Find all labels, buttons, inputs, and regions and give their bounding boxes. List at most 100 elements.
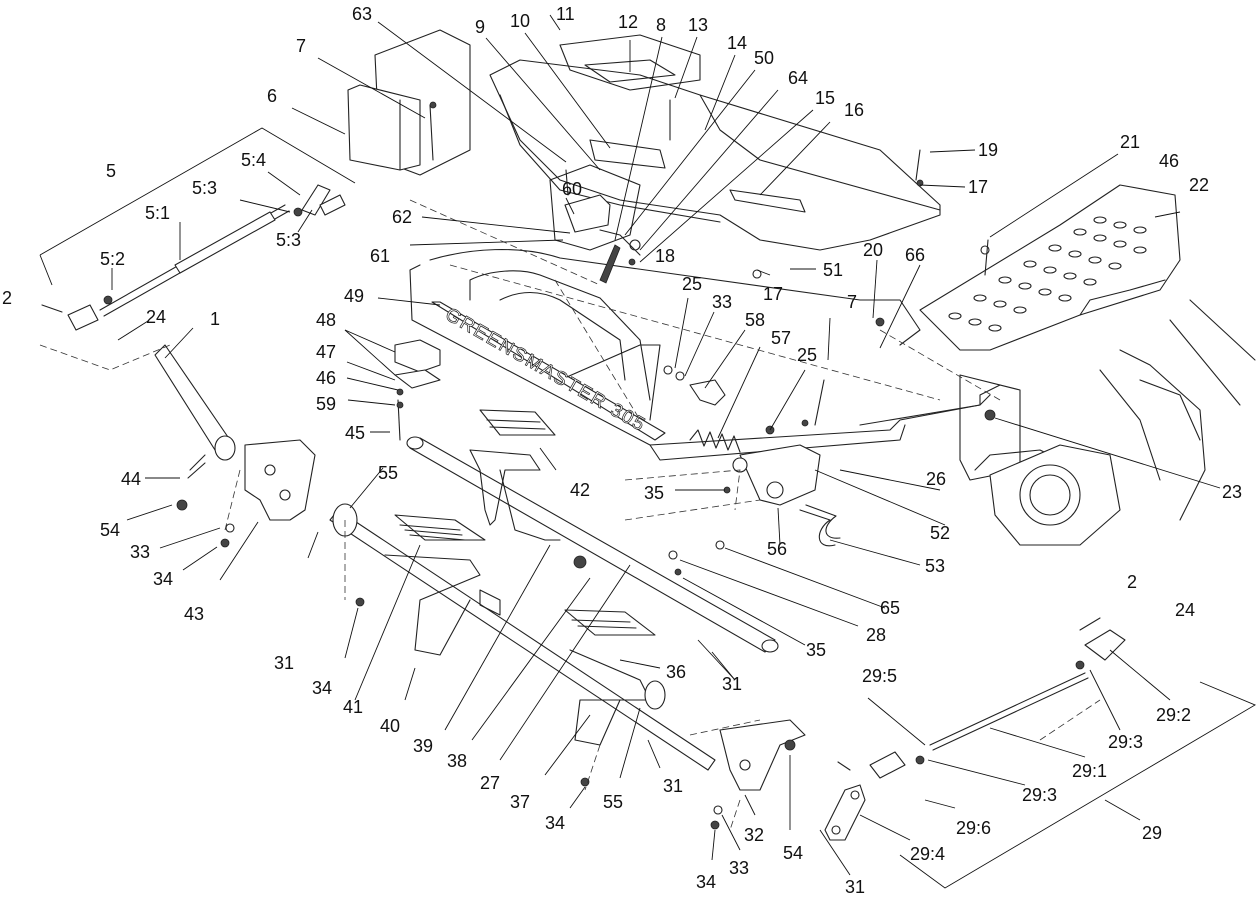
callout-label: 52 bbox=[930, 523, 950, 543]
callout-label: 44 bbox=[121, 469, 141, 489]
pedal-assembly-40 bbox=[384, 514, 486, 656]
callout-label: 65 bbox=[880, 598, 900, 618]
spring-57 bbox=[689, 429, 741, 453]
callout-label: 54 bbox=[783, 843, 803, 863]
callout-label: 12 bbox=[618, 12, 638, 32]
callout-label: 55 bbox=[603, 792, 623, 812]
rod-29-1 bbox=[929, 672, 1089, 751]
callout-label: 61 bbox=[370, 246, 390, 266]
callout-label: 8 bbox=[656, 15, 666, 35]
callout-label: 38 bbox=[447, 751, 467, 771]
lever-arm-1 bbox=[154, 344, 236, 471]
callout-label: 66 bbox=[905, 245, 925, 265]
callout-label: 34 bbox=[312, 678, 332, 698]
callout-label: 6 bbox=[267, 86, 277, 106]
bracket-32 bbox=[719, 719, 806, 791]
right-side-frame bbox=[959, 299, 1256, 546]
small-hardware bbox=[41, 99, 1101, 830]
callout-label: 19 bbox=[978, 140, 998, 160]
callout-label: 5 bbox=[106, 161, 116, 181]
block-48 bbox=[394, 339, 441, 389]
callout-label: 29:4 bbox=[910, 844, 945, 864]
seat-support-shroud bbox=[489, 59, 941, 251]
callout-label: 62 bbox=[392, 207, 412, 227]
callout-label: 9 bbox=[475, 17, 485, 37]
callout-label: 29:3 bbox=[1108, 732, 1143, 752]
footrest-perforations bbox=[948, 216, 1147, 332]
callout-label: 58 bbox=[745, 310, 765, 330]
clevis-5-2 bbox=[67, 295, 113, 331]
callout-label: 33 bbox=[729, 858, 749, 878]
callout-label: 25 bbox=[682, 274, 702, 294]
callout-label: 43 bbox=[184, 604, 204, 624]
callout-label: 34 bbox=[153, 569, 173, 589]
callout-label: 18 bbox=[655, 246, 675, 266]
callout-label: 24 bbox=[146, 307, 166, 327]
bracket-outline-5 bbox=[39, 127, 356, 286]
callout-label: 29 bbox=[1142, 823, 1162, 843]
callout-label: 20 bbox=[863, 240, 883, 260]
callout-label: 33 bbox=[712, 292, 732, 312]
callout-label: 53 bbox=[925, 556, 945, 576]
callout-label: 5:3 bbox=[192, 178, 217, 198]
callout-label: 50 bbox=[754, 48, 774, 68]
callout-label: 36 bbox=[666, 662, 686, 682]
callout-label: 5:1 bbox=[145, 203, 170, 223]
callout-label: 35 bbox=[806, 640, 826, 660]
callout-label: 29:2 bbox=[1156, 705, 1191, 725]
callout-label: 7 bbox=[847, 292, 857, 312]
callout-label: 26 bbox=[926, 469, 946, 489]
callout-label: 21 bbox=[1120, 132, 1140, 152]
cover-plate-12 bbox=[559, 34, 701, 91]
callout-labels: 63 11 12 7 9 10 8 13 14 50 64 15 16 6 19… bbox=[2, 4, 1242, 897]
callout-label: 25 bbox=[797, 345, 817, 365]
callout-label: 16 bbox=[844, 100, 864, 120]
callout-label: 22 bbox=[1189, 175, 1209, 195]
callout-label: 33 bbox=[130, 542, 150, 562]
callout-label: 49 bbox=[344, 286, 364, 306]
rod-5-1 bbox=[99, 204, 290, 317]
bracket-43 bbox=[244, 439, 316, 521]
callout-label: 5:2 bbox=[100, 249, 125, 269]
callout-label: 46 bbox=[1159, 151, 1179, 171]
callout-label: 57 bbox=[771, 328, 791, 348]
callout-label: 48 bbox=[316, 310, 336, 330]
callout-label: 27 bbox=[480, 773, 500, 793]
callout-label: 54 bbox=[100, 520, 120, 540]
dashed-alignment-lines bbox=[39, 199, 1101, 831]
bracket-52 bbox=[732, 444, 821, 506]
clevis-5-4 bbox=[293, 184, 346, 217]
callout-label: 29:6 bbox=[956, 818, 991, 838]
callout-label: 31 bbox=[663, 776, 683, 796]
callout-label: 56 bbox=[767, 539, 787, 559]
clevis-29-5 bbox=[869, 751, 925, 779]
bracket-outline-29 bbox=[899, 681, 1257, 889]
callout-label: 5:3 bbox=[276, 230, 301, 250]
leader-lines bbox=[111, 14, 1221, 876]
bracket-6 bbox=[347, 29, 471, 176]
callout-label: 29:3 bbox=[1022, 785, 1057, 805]
callout-label: 63 bbox=[352, 4, 372, 24]
callout-label: 39 bbox=[413, 736, 433, 756]
callout-label: 46 bbox=[316, 368, 336, 388]
callout-label: 17 bbox=[763, 284, 783, 304]
callout-label: 45 bbox=[345, 423, 365, 443]
callout-label: 55 bbox=[378, 463, 398, 483]
callout-label: 28 bbox=[866, 625, 886, 645]
callout-label: 1 bbox=[210, 309, 220, 329]
pedal-shaft-41 bbox=[329, 503, 716, 771]
nameplate-text: GREENSMASTER 305 bbox=[442, 304, 650, 436]
footrest-plate-22 bbox=[919, 184, 1181, 351]
hook-53 bbox=[799, 504, 841, 547]
callout-label: 31 bbox=[274, 653, 294, 673]
callout-label: 60 bbox=[562, 179, 582, 199]
callout-label: 34 bbox=[545, 813, 565, 833]
callout-label: 31 bbox=[722, 674, 742, 694]
callout-label: 41 bbox=[343, 697, 363, 717]
callout-label: 2 bbox=[1127, 572, 1137, 592]
lever-29-4 bbox=[824, 784, 866, 841]
frame-nameplate: GREENSMASTER 305 bbox=[431, 301, 666, 441]
callout-label: 34 bbox=[696, 872, 716, 892]
callout-label: 23 bbox=[1222, 482, 1242, 502]
callout-label: 2 bbox=[2, 288, 12, 308]
